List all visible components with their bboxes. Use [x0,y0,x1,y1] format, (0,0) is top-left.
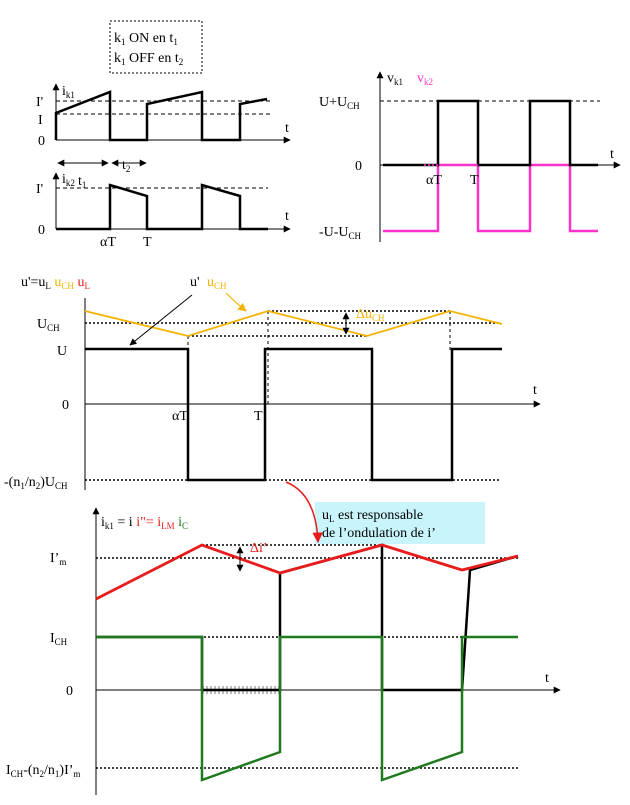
ic-waveform [96,635,518,782]
v-axis-t: t [610,147,614,162]
u-tick-T: T [254,409,263,424]
panel-v: vk1 vk2 U+UCH 0 -U-UCH t αT T [319,71,621,242]
vk1-label: vk1 [387,71,403,87]
ik2-tick-T: T [143,235,152,250]
u-axis-t: t [533,383,537,398]
panel-i: ik1 = i i"= iLM iC Δi’ I’m ICH 0 ICH-(n2… [6,507,561,795]
vk2-waveform [383,163,598,233]
t1-label: t1 [78,174,86,190]
uprime-pointer [129,294,193,346]
callout-arrow [285,481,323,544]
panel-u: u'=uL uCH uL u' uCH ΔuCH UCH U 0 -(n1/n2… [4,275,541,491]
u-label-UCH: UCH [37,317,60,333]
uprime-waveform [85,347,502,482]
ik2-tick-alphaT: αT [100,235,116,250]
ik2-axis-t: t [285,209,289,224]
v-label-0: 0 [355,159,362,174]
ik2-ylabel: ik2 [62,172,75,188]
u-delta-label: ΔuCH [356,307,385,323]
u-label-U: U [57,344,67,359]
panel-ik1: ik1 I' I 0 t t1 t2 [36,83,291,190]
panel-ik2: ik2 I' 0 t αT T [36,172,291,250]
legend-line2: k1 OFF en t2 [114,51,183,67]
v-tick-alphaT: αT [426,173,442,188]
ik1-axis-t: t [285,121,289,136]
uch-pointer [225,292,247,312]
u-label-0: 0 [62,398,69,413]
callout: uL est responsable de l’ondulation de i’ [285,481,485,544]
v-label-top: U+UCH [319,95,360,111]
legend-line1: k1 ON en t1 [114,31,178,47]
i-delta-label: Δi’ [250,541,268,556]
ik2-label-Iprime: I' [36,182,43,197]
i-label-ICH: ICH [50,631,68,647]
ik1-label-I: I [38,113,43,128]
u-tick-alphaT: αT [172,409,188,424]
callout-box [315,502,485,544]
i-label-0: 0 [66,684,73,699]
ilm-waveform [95,543,519,601]
callout-line1: uL est responsable [322,508,423,524]
u-curve-label-uch: uCH [207,275,227,291]
vk2-label: vk2 [417,71,433,87]
legend-box: k1 ON en t1 k1 OFF en t2 [109,20,203,74]
u-label-neg: -(n1/n2)UCH [4,475,68,491]
v-tick-T: T [470,173,479,188]
ik2-label-0: 0 [38,223,45,238]
uch-waveform [84,310,503,337]
callout-line2: de l’ondulation de i’ [322,526,436,541]
u-curve-label: u' [190,275,200,290]
ik2-waveform [56,183,268,231]
ik1-waveform [54,90,268,142]
v-label-bottom: -U-UCH [319,225,362,241]
i-label-Im: I’m [50,551,66,567]
ik1-label-Iprime: I' [36,95,43,110]
vk1-waveform [383,99,598,167]
i-label-neg: ICH-(n2/n1)I’m [6,763,80,779]
u-ylabel: u'=uL uCH uL [21,275,90,291]
ik1-label-0: 0 [38,134,45,149]
t2-label: t2 [122,158,130,174]
ik1-ylabel: ik1 [62,84,75,100]
i-ylabel: ik1 = i i"= iLM iC [101,515,188,531]
i-axis-t: t [545,671,549,686]
